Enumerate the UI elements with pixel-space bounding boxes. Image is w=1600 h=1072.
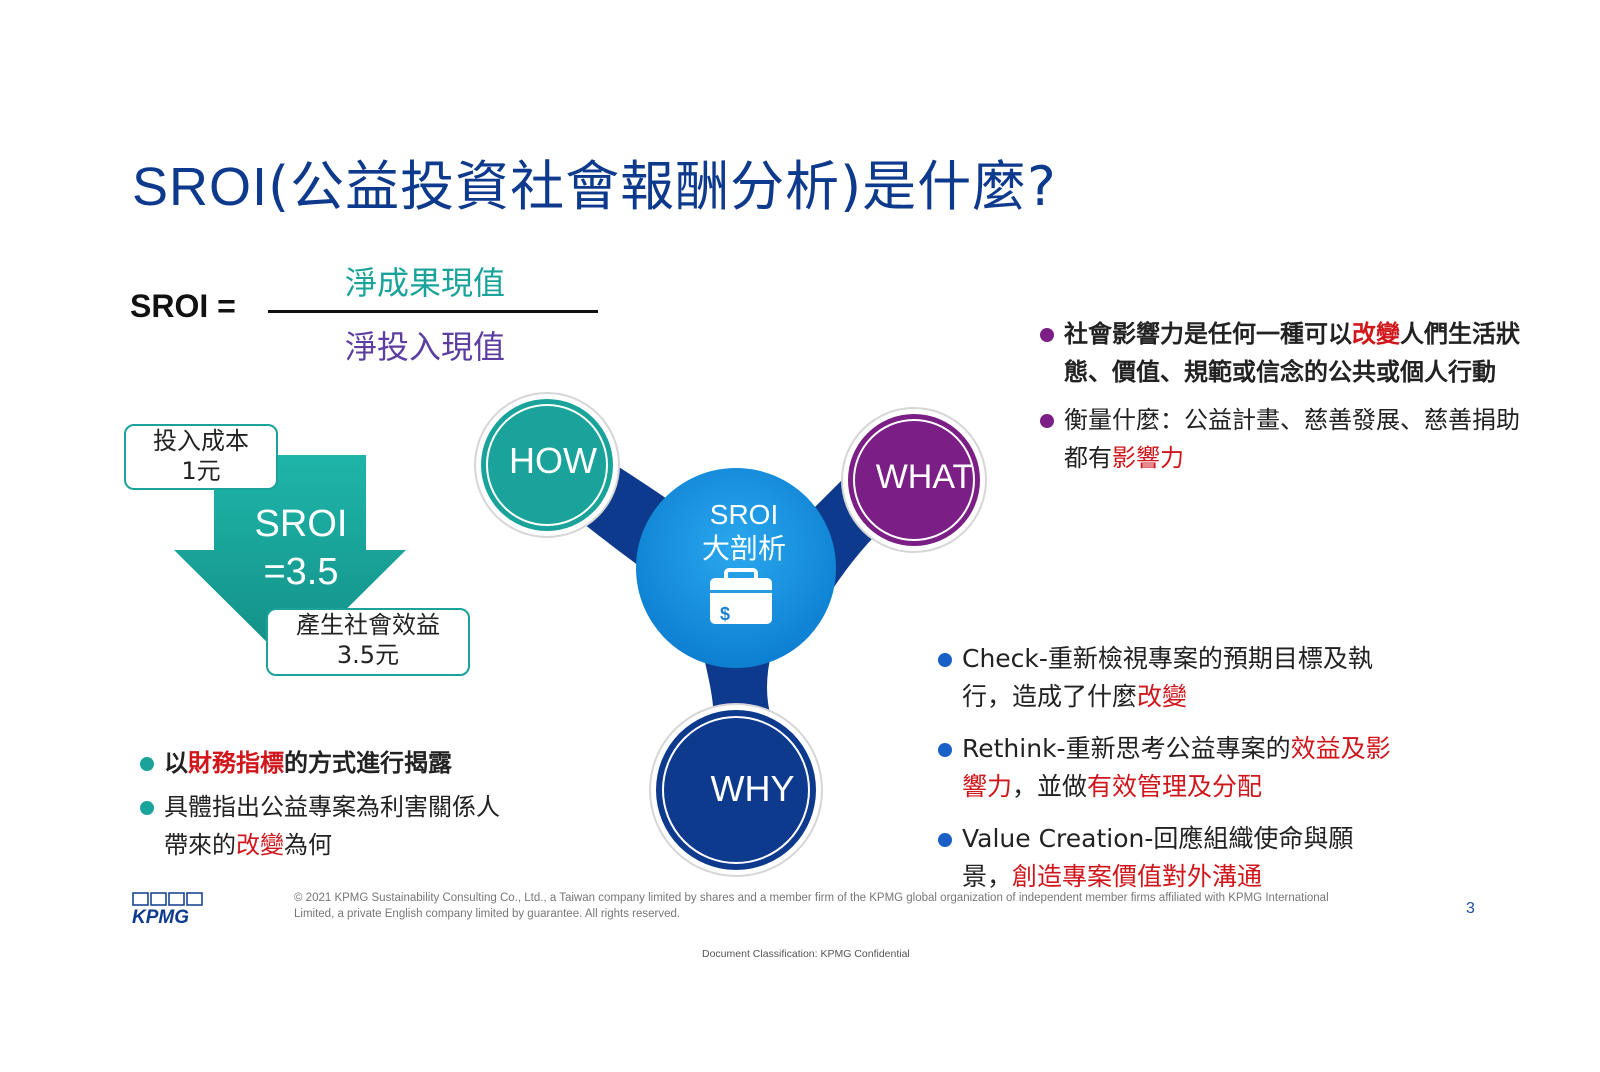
svg-text:$: $ [720, 604, 730, 624]
sroi-value: SROI =3.5 [226, 500, 376, 596]
bullet-highlight: 改變 [1352, 320, 1400, 348]
cost-callout-line1: 投入成本 [153, 427, 249, 455]
copyright-text: © 2021 KPMG Sustainability Consulting Co… [294, 892, 1329, 920]
bullet-dot-icon [938, 833, 952, 847]
bullet-text: 具體指出公益專案為利害關係人帶來的 [164, 793, 500, 859]
list-item: 社會影響力是任何一種可以改變人們生活狀態、價值、規範或信念的公共或個人行動 [1040, 315, 1530, 391]
formula-denominator: 淨投入現值 [345, 328, 506, 366]
what-label: WHAT [875, 458, 974, 496]
bullet-highlight: 有效管理及分配 [1087, 772, 1263, 801]
svg-text:KPMG: KPMG [132, 907, 189, 926]
document-classification: Document Classification: KPMG Confidenti… [702, 948, 910, 960]
bullet-text: ，並做 [1012, 772, 1088, 801]
cost-callout-line2: 1元 [181, 457, 221, 485]
bullet-text: Value Creation-回應組織使命與願景， [962, 824, 1354, 891]
bullet-dot-icon [938, 743, 952, 757]
right-bottom-bullet-list: Check-重新檢視專案的預期目標及執行，造成了什麼改變 Rethink-重新思… [938, 640, 1398, 910]
benefit-callout-line1: 產生社會效益 [296, 611, 440, 639]
list-item: Value Creation-回應組織使命與願景，創造專案價值對外溝通 [938, 820, 1398, 896]
bullet-highlight: 影響力 [1112, 444, 1184, 472]
center-label-line1: SROI [709, 499, 779, 530]
bullet-dot-icon [938, 653, 952, 667]
title-latin: SROI [132, 157, 269, 217]
bullet-text: 衡量什麼：公益計畫、慈善發展、慈善捐助都有 [1064, 406, 1520, 472]
bullet-dot-icon [1040, 414, 1054, 428]
bullet-text: 的方式進行揭露 [284, 749, 452, 777]
sroi-diagram: $ [474, 392, 987, 877]
right-top-bullet-list: 社會影響力是任何一種可以改變人們生活狀態、價值、規範或信念的公共或個人行動 衡量… [1040, 315, 1530, 477]
cost-callout: 投入成本 1元 [124, 424, 278, 490]
bullet-highlight: 創造專案價值對外溝通 [1012, 862, 1263, 891]
formula-label: SROI = [130, 288, 236, 324]
title-rest: (公益投資社會報酬分析)是什麼? [268, 155, 1057, 218]
bullet-text: Rethink-重新思考公益專案的 [962, 734, 1291, 763]
briefcase-dollar-icon: $ [710, 568, 772, 624]
benefit-callout-line2: 3.5元 [336, 641, 400, 669]
bullet-text: Check-重新檢視專案的預期目標及執行，造成了什麼 [962, 644, 1373, 711]
bullet-highlight: 效益及影響力 [962, 734, 1391, 801]
bullet-text: 社會影響力是任何一種可以 [1064, 320, 1352, 348]
sroi-value-line2: =3.5 [263, 551, 339, 593]
formula-numerator: 淨成果現值 [345, 264, 506, 302]
bullet-dot-icon [140, 801, 154, 815]
benefit-callout: 產生社會效益 3.5元 [266, 608, 470, 676]
left-bullet-list: 以財務指標的方式進行揭露 具體指出公益專案為利害關係人帶來的改變為何 [140, 744, 520, 864]
bullet-highlight: 改變 [236, 831, 284, 859]
center-label: SROI 大剖析 [682, 498, 806, 566]
bullet-dot-icon [140, 757, 154, 771]
list-item: Check-重新檢視專案的預期目標及執行，造成了什麼改變 [938, 640, 1398, 716]
bullet-text: 為何 [284, 831, 332, 859]
center-label-line2: 大剖析 [701, 532, 786, 565]
bullet-highlight: 改變 [1137, 682, 1188, 711]
list-item: 以財務指標的方式進行揭露 [140, 744, 520, 782]
bullet-dot-icon [1040, 328, 1054, 342]
list-item: 衡量什麼：公益計畫、慈善發展、慈善捐助都有影響力 [1040, 401, 1530, 477]
list-item: 具體指出公益專案為利害關係人帶來的改變為何 [140, 788, 520, 864]
down-arrow-icon [174, 455, 406, 665]
sroi-value-line1: SROI [254, 503, 348, 545]
kpmg-logo: KPMG [132, 892, 203, 926]
why-label: WHY [710, 768, 795, 809]
bullet-text: 人們生活狀態、價值、規範或信念的公共或個人行動 [1064, 320, 1520, 386]
page-number: 3 [1466, 900, 1475, 917]
bullet-highlight: 財務指標 [188, 749, 284, 777]
how-label: HOW [509, 440, 597, 481]
page-title: SROI(公益投資社會報酬分析)是什麼? [132, 142, 1057, 221]
fraction-line [268, 310, 598, 313]
bullet-text: 以 [164, 749, 188, 777]
list-item: Rethink-重新思考公益專案的效益及影響力，並做有效管理及分配 [938, 730, 1398, 806]
